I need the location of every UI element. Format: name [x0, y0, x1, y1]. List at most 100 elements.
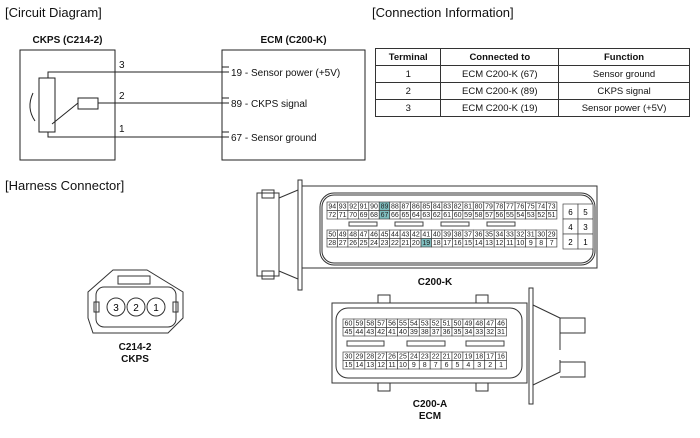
pin-label-27: 27	[339, 240, 347, 247]
pin-label-1: 1	[153, 303, 159, 314]
pin-label-81: 81	[464, 204, 472, 211]
pin-label-45: 45	[381, 232, 389, 239]
pin-label-18: 18	[433, 240, 441, 247]
pin-label-4: 4	[568, 223, 573, 232]
pin-label-3: 3	[583, 223, 588, 232]
pin-label-24: 24	[410, 354, 418, 361]
c214-label: C214-2	[118, 342, 152, 353]
pin-label-66: 66	[391, 212, 399, 219]
pin-label-7: 7	[550, 240, 554, 247]
pin-label-43: 43	[401, 232, 409, 239]
harness-connector-heading: [Harness Connector]	[5, 178, 125, 193]
pin-label-22: 22	[391, 240, 399, 247]
pin-label-53: 53	[527, 212, 535, 219]
pin-label-65: 65	[401, 212, 409, 219]
wire-1	[47, 132, 229, 138]
pin-label-13: 13	[366, 362, 374, 369]
pin-label-37: 37	[432, 329, 440, 336]
wiper-arrow-icon	[51, 102, 79, 125]
pin-label-31: 31	[527, 232, 535, 239]
pin-label-17: 17	[443, 240, 451, 247]
pin-label-47: 47	[360, 232, 368, 239]
ckps-box	[19, 49, 116, 161]
pin-label-16: 16	[454, 240, 462, 247]
pin-label-46: 46	[497, 321, 505, 328]
wire-3	[47, 71, 229, 78]
pin-label-89: 89	[381, 204, 389, 211]
pin-label-72: 72	[328, 212, 336, 219]
pin-label-38: 38	[421, 329, 429, 336]
key-slot	[346, 340, 385, 347]
wire-pin-3: 3	[119, 60, 125, 71]
pin-label-85: 85	[422, 204, 430, 211]
pin-label-58: 58	[475, 212, 483, 219]
pin-label-34: 34	[464, 329, 472, 336]
pin-label-16: 16	[497, 354, 505, 361]
pin-label-20: 20	[412, 240, 420, 247]
pin-label-36: 36	[443, 329, 451, 336]
pin-1	[495, 360, 507, 370]
pin-51	[546, 210, 558, 220]
pin-3	[106, 297, 126, 317]
pin-label-4: 4	[466, 362, 470, 369]
ecm-pin-67: 67 - Sensor ground	[231, 133, 317, 144]
pin-label-61: 61	[443, 212, 451, 219]
pin-label-26: 26	[388, 354, 396, 361]
pin-label-77: 77	[506, 204, 514, 211]
pin-label-32: 32	[486, 329, 494, 336]
pin-label-79: 79	[485, 204, 493, 211]
key-slot	[486, 221, 516, 227]
pin-label-8: 8	[539, 240, 543, 247]
c200a-connector	[331, 287, 586, 405]
pin-label-30: 30	[345, 354, 353, 361]
pin-label-53: 53	[421, 321, 429, 328]
pin-label-34: 34	[496, 232, 504, 239]
pin-label-40: 40	[399, 329, 407, 336]
pin-label-46: 46	[370, 232, 378, 239]
connection-info-heading: [Connection Information]	[372, 5, 514, 20]
pin-label-28: 28	[328, 240, 336, 247]
c214-sublabel: CKPS	[121, 354, 149, 365]
pin-label-84: 84	[433, 204, 441, 211]
pin-label-59: 59	[464, 212, 472, 219]
pin-label-25: 25	[360, 240, 368, 247]
pin-label-35: 35	[454, 329, 462, 336]
pin-label-2: 2	[568, 238, 573, 247]
pin-label-56: 56	[388, 321, 396, 328]
pin-label-6: 6	[568, 208, 573, 217]
pin-label-48: 48	[475, 321, 483, 328]
pin-label-41: 41	[422, 232, 430, 239]
cell: ECM C200-K (19)	[440, 99, 560, 117]
pin-label-50: 50	[454, 321, 462, 328]
pin-label-86: 86	[412, 204, 420, 211]
pin-label-56: 56	[496, 212, 504, 219]
pin-label-9: 9	[412, 362, 416, 369]
pin-label-82: 82	[454, 204, 462, 211]
pin-label-5: 5	[583, 208, 588, 217]
pin-label-44: 44	[355, 329, 363, 336]
key-slot	[394, 221, 424, 227]
pin-label-49: 49	[464, 321, 472, 328]
pin-label-3: 3	[113, 303, 119, 314]
pin-label-94: 94	[328, 204, 336, 211]
key-slot	[406, 340, 446, 347]
pin-label-73: 73	[548, 204, 556, 211]
circuit-diagram-heading: [Circuit Diagram]	[5, 5, 102, 20]
pin-label-55: 55	[399, 321, 407, 328]
pin-label-24: 24	[370, 240, 378, 247]
pin-label-18: 18	[475, 354, 483, 361]
c200a-label: C200-A	[412, 399, 448, 410]
pin-1	[146, 297, 166, 317]
pin-label-28: 28	[366, 354, 374, 361]
pin-label-87: 87	[401, 204, 409, 211]
pin-label-14: 14	[475, 240, 483, 247]
pin-label-42: 42	[412, 232, 420, 239]
c200a-sublabel: ECM	[418, 411, 442, 422]
pin-label-39: 39	[410, 329, 418, 336]
pin-label-15: 15	[345, 362, 353, 369]
pin-label-7: 7	[434, 362, 438, 369]
pin-label-64: 64	[412, 212, 420, 219]
c214-connector	[87, 269, 184, 334]
